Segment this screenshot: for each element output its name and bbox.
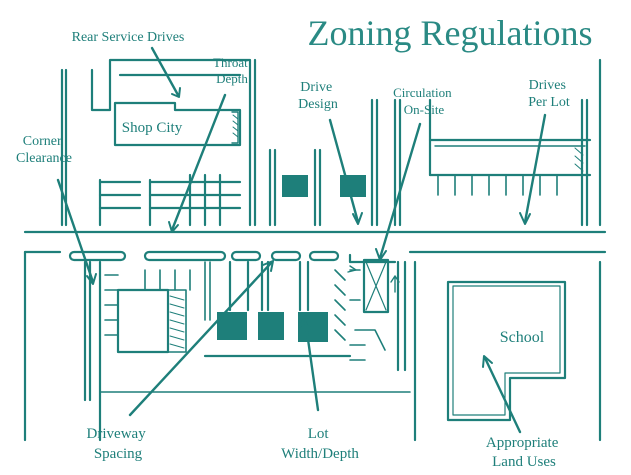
- circulation-building: [362, 258, 390, 314]
- building-b: [340, 175, 366, 197]
- median-3: [230, 250, 262, 262]
- arrow-drives-per-lot: [523, 113, 547, 224]
- main-road: [23, 230, 607, 442]
- median-5: [308, 250, 340, 262]
- upper-left-block: Shop City: [60, 58, 257, 227]
- school-block: School: [413, 260, 602, 442]
- median-4: [270, 250, 302, 262]
- building-a: [282, 175, 308, 197]
- label-rear-service-drives: Rear Service Drives: [72, 30, 185, 45]
- median-1: [68, 250, 127, 262]
- arrow-driveway-spacing: [128, 260, 274, 417]
- leader-lines: [56, 46, 547, 434]
- arrow-circulation: [378, 122, 422, 260]
- school-building: [446, 280, 567, 422]
- label-driveway-spacing: Driveway Spacing: [87, 426, 150, 462]
- upper-middle-lots: [268, 98, 379, 227]
- label-drives-per-lot: Drives Per Lot: [528, 78, 570, 110]
- label-corner-clearance: Corner Clearance: [16, 134, 72, 166]
- arrow-land-uses: [483, 356, 522, 434]
- building-d: [258, 312, 284, 340]
- arrow-corner-clearance: [56, 178, 95, 284]
- label-lot-width-depth: Lot Width/Depth: [281, 426, 359, 462]
- left-road: [83, 260, 102, 442]
- lower-middle-lots: [203, 260, 352, 358]
- arrow-rear-service-drives: [150, 46, 180, 97]
- arrow-lot-width-depth: [303, 316, 320, 412]
- shop-city-label: Shop City: [122, 120, 183, 136]
- median-2: [143, 250, 227, 262]
- building-e: [298, 312, 328, 342]
- lower-left-lots: [104, 261, 211, 354]
- lower-left-building: [116, 288, 170, 354]
- diagram-title: Zoning Regulations: [308, 13, 593, 53]
- school-label: School: [500, 329, 545, 346]
- label-circulation-on-site: Circulation On-Site: [393, 85, 455, 117]
- label-appropriate-land-uses: Appropriate Land Uses: [486, 435, 562, 470]
- arrow-drive-design: [328, 118, 360, 224]
- label-drive-design: Drive Design: [298, 80, 338, 112]
- arrow-throat-depth: [170, 93, 227, 232]
- shop-city-building: Shop City: [113, 101, 242, 147]
- label-throat-depth: Throat Depth: [213, 55, 251, 86]
- circulation-parcel: [347, 258, 407, 372]
